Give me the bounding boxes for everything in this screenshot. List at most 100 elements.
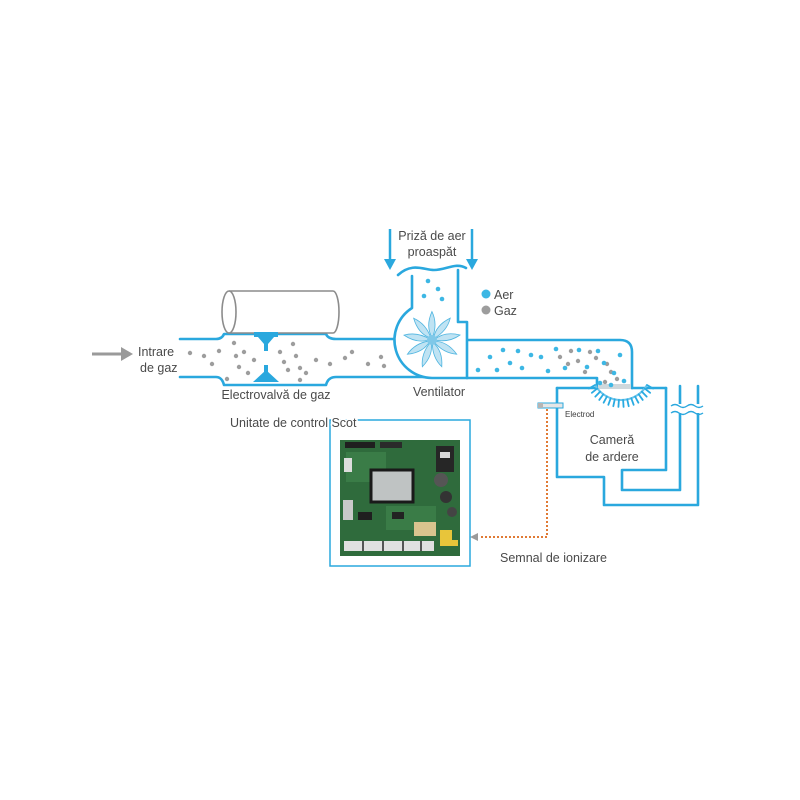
board-terminal-divider (402, 541, 404, 551)
fan-rotor-icon (403, 310, 461, 368)
burner-flames-icon (588, 384, 654, 408)
board-capacitor (440, 491, 452, 503)
board-relay (436, 446, 454, 472)
burner-flame (590, 387, 599, 394)
gas-particle (245, 370, 251, 376)
control-unit-label: Unitate de control Scot (230, 416, 357, 430)
gas-particle (216, 348, 222, 354)
board-terminal-divider (362, 541, 364, 551)
mixture-pipe (465, 338, 634, 390)
air-intake-opening (396, 264, 468, 277)
gas-particles (187, 340, 620, 385)
fan-blade (428, 310, 436, 339)
board-terminal-divider (420, 541, 422, 551)
burner-flame (598, 393, 605, 401)
air-particle (494, 367, 500, 373)
air-particle (562, 365, 568, 371)
burner-flame (640, 390, 648, 398)
gas-particle (201, 353, 207, 359)
legend-air-label: Aer (494, 288, 513, 302)
electrode-icon (537, 402, 564, 409)
gas-valve-seat (253, 332, 279, 382)
fan-blade (421, 340, 432, 368)
legend: Aer Gaz (481, 288, 517, 318)
gas-particle (293, 353, 299, 359)
gas-particle (209, 361, 215, 367)
board-capacitor (434, 473, 448, 487)
burner-flame (630, 397, 635, 406)
air-particle (515, 348, 521, 354)
gas-pipe (178, 332, 432, 387)
air-particle (425, 278, 431, 284)
chimney-break-marks (670, 403, 704, 416)
legend-gas-label: Gaz (494, 304, 517, 318)
gas-particle (313, 357, 319, 363)
gas-particle (378, 354, 384, 360)
gas-valve-label: Electrovalvă de gaz (221, 388, 330, 402)
gas-particle (281, 359, 287, 365)
burner-flame (637, 393, 644, 401)
fan-label: Ventilator (413, 385, 465, 399)
gas-particle (365, 361, 371, 367)
burner-flame (607, 397, 612, 406)
burner-flame (646, 384, 654, 390)
air-particle (608, 382, 614, 388)
gas-particle (575, 358, 581, 364)
gas-particle (327, 361, 333, 367)
air-particle (507, 360, 513, 366)
gas-particle (587, 349, 593, 355)
burner-flame (634, 395, 640, 404)
gas-particle (277, 349, 283, 355)
ionization-signal-label: Semnal de ionizare (500, 551, 607, 565)
gas-particle (602, 379, 608, 385)
board-terminal-divider (382, 541, 384, 551)
air-particle (621, 378, 627, 384)
board-display (369, 468, 415, 504)
gas-inlet-arrow-icon (92, 347, 133, 361)
gas-particle (233, 353, 239, 359)
fan-hub (427, 335, 437, 345)
control-board-image (340, 440, 460, 556)
burner-flame (588, 384, 596, 390)
air-particle (553, 346, 559, 352)
combustion-chamber-label-line2: de ardere (585, 450, 639, 464)
air-particle (528, 352, 534, 358)
board-component (392, 512, 404, 519)
gas-particle (241, 349, 247, 355)
gas-particle (593, 355, 599, 361)
burner-flame (626, 398, 630, 408)
board-coil (414, 522, 436, 536)
air-particle (475, 367, 481, 373)
gas-particle (236, 364, 242, 370)
burner-flame (612, 398, 616, 408)
board-component (343, 500, 353, 520)
ionization-signal-arrowhead-icon (470, 533, 478, 541)
fresh-air-arrow-right-icon (466, 229, 478, 270)
fresh-air-label-line2: proaspăt (408, 245, 457, 259)
air-particle (597, 380, 603, 386)
gas-inlet-label-line2: de gaz (140, 361, 178, 375)
board-connector (345, 442, 375, 448)
board-transformer (440, 530, 452, 546)
gas-particle (381, 363, 387, 369)
air-particle (538, 354, 544, 360)
air-particle (545, 368, 551, 374)
gas-particle (297, 377, 303, 383)
gas-particle (342, 355, 348, 361)
electrode-label: Electrod (565, 410, 594, 419)
air-particle (611, 370, 617, 376)
gas-particle (557, 354, 563, 360)
gas-valve-actuator (221, 290, 340, 334)
gas-particle (290, 341, 296, 347)
board-component (344, 458, 352, 472)
gas-particle (187, 350, 193, 356)
board-relay-label (440, 452, 450, 458)
gas-particle (231, 340, 237, 346)
burner-flame (602, 395, 608, 404)
gas-particle (582, 369, 588, 375)
fan-blade (413, 317, 432, 339)
air-particle (519, 365, 525, 371)
gas-particle (614, 376, 620, 382)
legend-air-swatch (481, 289, 491, 299)
